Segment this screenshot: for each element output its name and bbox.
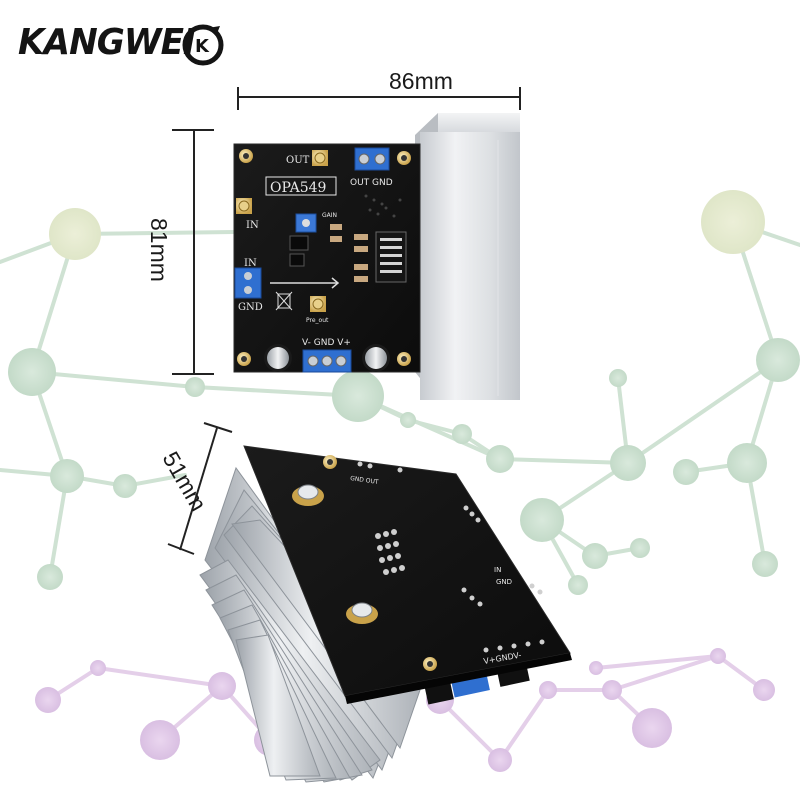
label-bottom-gnd: GND [496, 578, 512, 586]
weee-icon [275, 291, 293, 311]
chip-label: OPA549 [270, 180, 326, 196]
label-power: V- GND V+ [302, 338, 351, 348]
label-gain: GAIN [322, 212, 337, 219]
sma-connector-out [312, 150, 328, 166]
label-in-terminal: IN [244, 258, 257, 269]
capacitor-right [362, 344, 390, 372]
sma-connector-in [236, 198, 252, 214]
sma-connector-pre-out [310, 296, 326, 312]
capacitor-left [264, 344, 292, 372]
brand-logo: KANGWEI [18, 22, 196, 63]
power-ic [375, 231, 407, 283]
terminal-block-power [302, 349, 352, 373]
terminal-block-out [354, 147, 390, 171]
pcb-top-view: OUT OUT GND OPA549 IN GAIN [233, 113, 520, 400]
label-bottom-gnd-out: GND OUT [350, 475, 379, 486]
mounting-holes [237, 149, 411, 366]
svg-text:K: K [195, 36, 210, 57]
width-dimension-label: 86mm [389, 68, 453, 94]
screw-lower [346, 602, 378, 624]
label-out-gnd: OUT GND [350, 178, 393, 188]
label-out: OUT [286, 155, 310, 166]
heatsink-top-view [415, 113, 520, 400]
screw-upper [292, 484, 324, 506]
height-dimension-label: 81mm [146, 218, 172, 282]
pcb-bottom-view: GND OUT IN GND V+GNDV- [199, 445, 572, 783]
label-pre-out: Pre_out [306, 317, 329, 324]
height-dimension-line [172, 129, 214, 375]
brand-badge-icon: K [182, 24, 224, 66]
label-in-sma: IN [246, 220, 259, 231]
molecule-network-background [0, 190, 800, 772]
label-bottom-in: IN [494, 566, 501, 574]
depth-dimension-line [167, 422, 233, 555]
width-dimension-line [237, 87, 521, 110]
label-gnd: GND [238, 302, 263, 313]
terminal-block-in [234, 267, 262, 299]
